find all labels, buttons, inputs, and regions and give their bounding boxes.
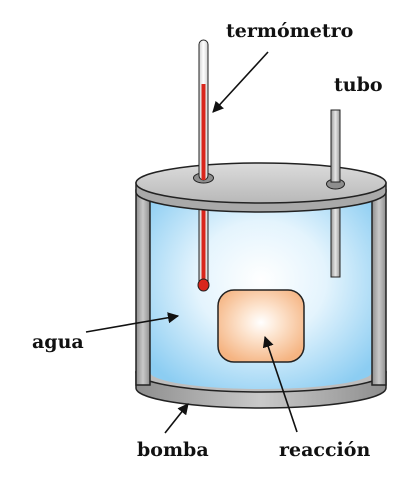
thermometer-arrow — [212, 51, 269, 113]
water-arrow — [85, 312, 180, 333]
lid — [135, 162, 387, 213]
thermometer — [198, 39, 209, 181]
label-arrows — [85, 51, 298, 434]
water-label: agua — [32, 331, 84, 353]
thermometer-label: termómetro — [226, 20, 353, 42]
reaction-chamber — [217, 289, 305, 363]
tube — [330, 109, 341, 183]
thermometer-immersed-part — [197, 181, 210, 292]
bomb-label: bomba — [137, 439, 209, 461]
reaction-label: reacción — [279, 439, 370, 461]
tube-label: tubo — [334, 74, 383, 96]
reaction-arrow — [262, 335, 298, 433]
bomb-arrow — [164, 403, 189, 434]
